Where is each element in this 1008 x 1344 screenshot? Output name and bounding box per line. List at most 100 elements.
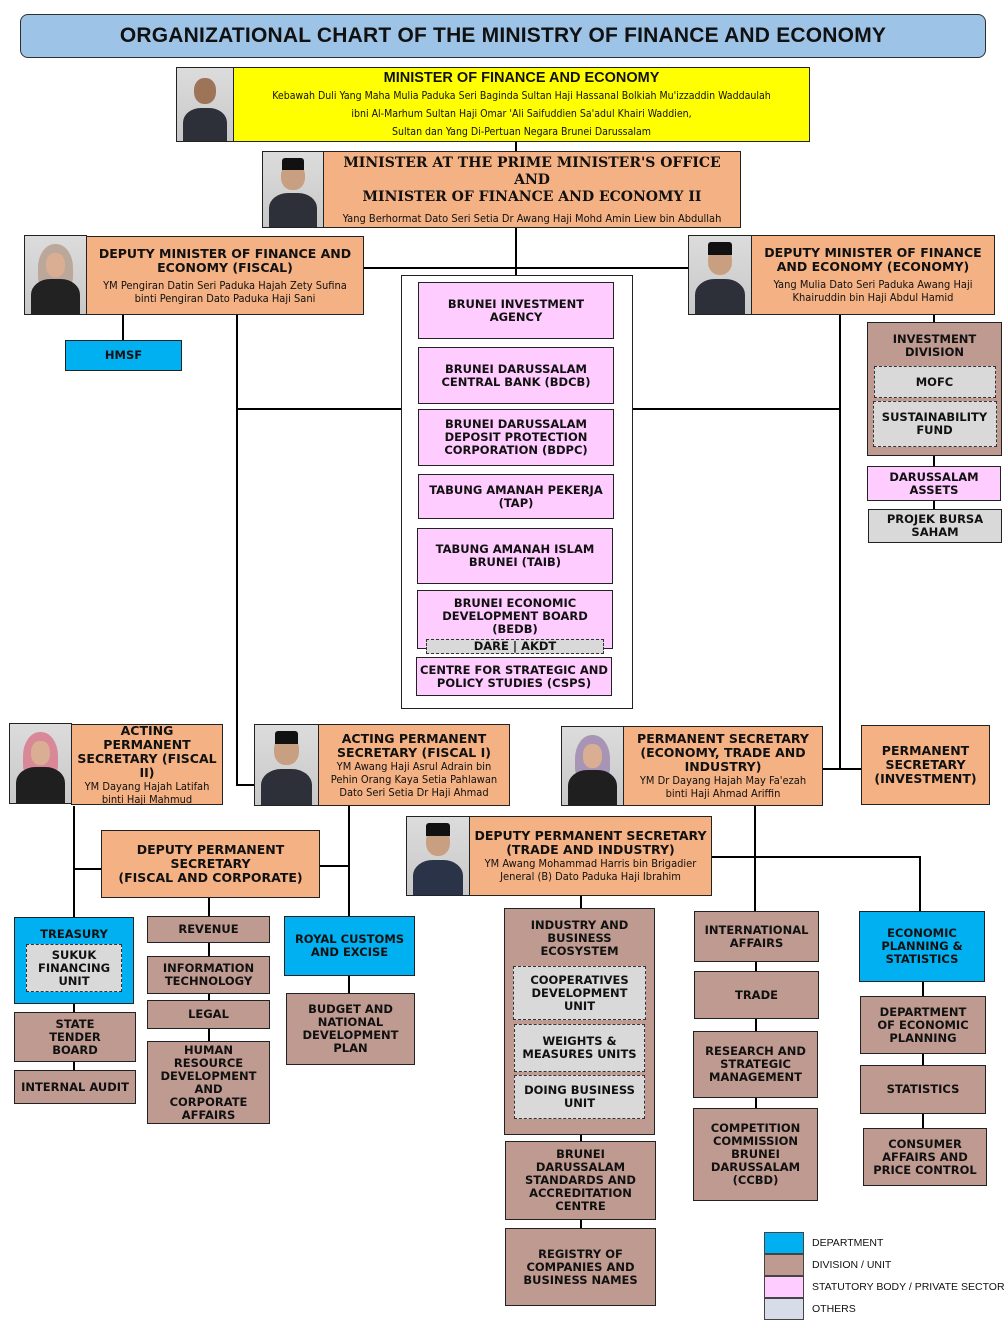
sukuk-unit: SUKUK FINANCING UNIT <box>26 944 122 992</box>
deputy-economy-photo <box>688 235 752 315</box>
connector <box>208 898 210 918</box>
connector <box>236 408 401 410</box>
deputy-fiscal-title: ECONOMY (FISCAL) <box>157 259 293 275</box>
corporate-unit: INFORMATION TECHNOLOGY <box>147 956 270 994</box>
ps-eti-title: INDUSTRY) <box>684 759 762 774</box>
econ-unit: CONSUMER AFFAIRS AND PRICE CONTROL <box>863 1128 987 1186</box>
corporate-unit: REVENUE <box>147 916 270 943</box>
connector <box>580 1219 582 1229</box>
ps-fiscal2-box: ACTING PERMANENT SECRETARY (FISCAL II) Y… <box>71 722 223 806</box>
connector <box>754 806 756 912</box>
connector <box>364 267 690 269</box>
state-tender-box: STATE TENDER BOARD <box>14 1012 136 1062</box>
connector <box>73 806 75 918</box>
trade-unit: COMPETITION COMMISSION BRUNEI DARUSSALAM… <box>693 1108 818 1201</box>
legend-swatch-division <box>764 1254 804 1276</box>
connector <box>755 1097 757 1109</box>
investment-division-box: INVESTMENT DIVISION MOFC SUSTAINABILITY … <box>867 322 1002 456</box>
ps-fiscal2-title: ACTING PERMANENT <box>103 722 191 752</box>
connector <box>922 1113 924 1129</box>
darussalam-assets-box: DARUSSALAM ASSETS <box>867 466 1001 501</box>
minister-name-line: Kebawah Duli Yang Maha Mulia Paduka Seri… <box>272 90 771 102</box>
ps-investment-title: (INVESTMENT) <box>874 771 977 786</box>
minister-title: MINISTER OF FINANCE AND ECONOMY <box>383 70 660 86</box>
sustainability-fund-unit: SUSTAINABILITY FUND <box>872 401 997 447</box>
connector <box>73 1003 75 1013</box>
legend-label: OTHERS <box>812 1303 856 1315</box>
trade-unit: INTERNATIONAL AFFAIRS <box>694 911 819 962</box>
ps-eti-title: (ECONOMY, TRADE AND <box>640 745 806 760</box>
minister2-name: Yang Berhormat Dato Seri Setia Dr Awang … <box>342 211 722 225</box>
legend-swatch-others <box>764 1298 804 1320</box>
ps-eti-title: PERMANENT SECRETARY <box>637 731 809 746</box>
projek-bursa-box: PROJEK BURSA SAHAM <box>868 509 1002 543</box>
cooperatives-unit: COOPERATIVES DEVELOPMENT UNIT <box>513 966 646 1020</box>
ps-investment-box: PERMANENT SECRETARY (INVESTMENT) <box>861 725 990 805</box>
statutory-body: BRUNEI DARUSSALAM CENTRAL BANK (BDCB) <box>418 347 614 404</box>
weights-measures-unit: WEIGHTS & MEASURES UNITS <box>514 1024 645 1072</box>
bedb-title: BRUNEI ECONOMIC DEVELOPMENT BOARD (BEDB) <box>442 596 588 636</box>
dps-fiscal-corporate-title: DEPUTY PERMANENT SECRETARY <box>136 842 285 871</box>
bdsac-box: BRUNEI DARUSSALAM STANDARDS AND ACCREDIT… <box>505 1141 656 1220</box>
minister2-title: MINISTER OF FINANCE AND ECONOMY II <box>362 188 702 205</box>
dps-trade-photo <box>406 816 470 896</box>
connector <box>580 896 582 910</box>
connector <box>933 455 935 467</box>
industry-ecosystem-title: INDUSTRY AND BUSINESS ECOSYSTEM <box>530 918 629 958</box>
deputy-economy-title: AND ECONOMY (ECONOMY) <box>776 259 970 274</box>
ps-fiscal2-photo <box>9 723 72 804</box>
econ-unit: DEPARTMENT OF ECONOMIC PLANNING <box>860 996 986 1054</box>
deputy-economy-title: DEPUTY MINISTER OF FINANCE <box>764 245 982 260</box>
minister2-photo <box>262 151 324 228</box>
industry-ecosystem-box: INDUSTRY AND BUSINESS ECOSYSTEM COOPERAT… <box>504 908 655 1135</box>
royal-customs-box: ROYAL CUSTOMS AND EXCISE <box>284 916 415 976</box>
connector <box>580 1134 582 1142</box>
corporate-unit: HUMAN RESOURCE DEVELOPMENT AND CORPORATE… <box>147 1041 270 1124</box>
deputy-economy-name: Khairuddin bin Haji Abdul Hamid <box>792 291 954 304</box>
statutory-body: BRUNEI INVESTMENT AGENCY <box>418 282 614 339</box>
connector <box>922 981 924 997</box>
connector <box>515 142 517 152</box>
ps-fiscal1-name: Dato Seri Setia Dr Haji Ahmad <box>339 785 489 799</box>
connector <box>122 315 124 341</box>
bedb-sub-units: DARE | AKDT <box>426 639 604 654</box>
investment-division-title: INVESTMENT DIVISION <box>892 332 977 359</box>
ps-eti-box: PERMANENT SECRETARY (ECONOMY, TRADE AND … <box>623 726 823 806</box>
ps-fiscal2-name: binti Haji Mahmud <box>101 792 193 806</box>
dps-trade-name: Jeneral (B) Dato Paduka Haji Ibrahim <box>500 870 681 883</box>
connector <box>236 784 256 786</box>
treasury-title: TREASURY <box>40 927 108 941</box>
trade-unit: RESEARCH AND STRATEGIC MANAGEMENT <box>693 1031 818 1098</box>
connector <box>73 868 103 870</box>
legend-label: DEPARTMENT <box>812 1237 884 1249</box>
dps-fiscal-corporate-title: (FISCAL AND CORPORATE) <box>118 870 303 885</box>
minister-name-line: Sultan dan Yang Di-Pertuan Negara Brunei… <box>391 126 652 138</box>
ps-fiscal1-box: ACTING PERMANENT SECRETARY (FISCAL I) YM… <box>318 724 510 806</box>
mofc-unit: MOFC <box>873 366 996 398</box>
dps-fiscal-corporate-box: DEPUTY PERMANENT SECRETARY (FISCAL AND C… <box>101 830 320 898</box>
ps-fiscal1-name: YM Awang Haji Asrul Adrain bin <box>336 759 492 773</box>
connector <box>73 1061 75 1071</box>
connector <box>236 315 238 785</box>
deputy-fiscal-name: binti Pengiran Dato Paduka Haji Sani <box>134 291 316 305</box>
connector <box>755 961 757 971</box>
legend-swatch-department <box>764 1232 804 1254</box>
econ-planning-box: ECONOMIC PLANNING & STATISTICS <box>859 911 985 982</box>
ps-fiscal1-title: SECRETARY (FISCAL I) <box>337 744 491 760</box>
ps-fiscal2-title: SECRETARY (FISCAL II) <box>77 750 217 780</box>
connector <box>515 228 517 276</box>
connector <box>919 856 921 912</box>
connector <box>755 1018 757 1032</box>
bedb-box: BRUNEI ECONOMIC DEVELOPMENT BOARD (BEDB)… <box>417 590 613 654</box>
ps-eti-name: binti Haji Ahmad Ariffin <box>665 787 781 800</box>
ps-eti-name: YM Dr Dayang Hajah May Fa'ezah <box>639 774 807 787</box>
minister2-box: MINISTER AT THE PRIME MINISTER'S OFFICE … <box>323 151 741 228</box>
statutory-body: CENTRE FOR STRATEGIC AND POLICY STUDIES … <box>416 657 612 696</box>
ps-fiscal2-name: YM Dayang Hajah Latifah <box>84 779 210 793</box>
connector <box>839 315 841 770</box>
minister2-title: MINISTER AT THE PRIME MINISTER'S OFFICE … <box>343 154 721 188</box>
connector <box>632 408 840 410</box>
dps-trade-box: DEPUTY PERMANENT SECRETARY (TRADE AND IN… <box>469 816 712 896</box>
statutory-body: BRUNEI DARUSSALAM DEPOSIT PROTECTION COR… <box>418 409 614 466</box>
deputy-economy-name: Yang Mulia Dato Seri Paduka Awang Haji <box>773 278 973 291</box>
